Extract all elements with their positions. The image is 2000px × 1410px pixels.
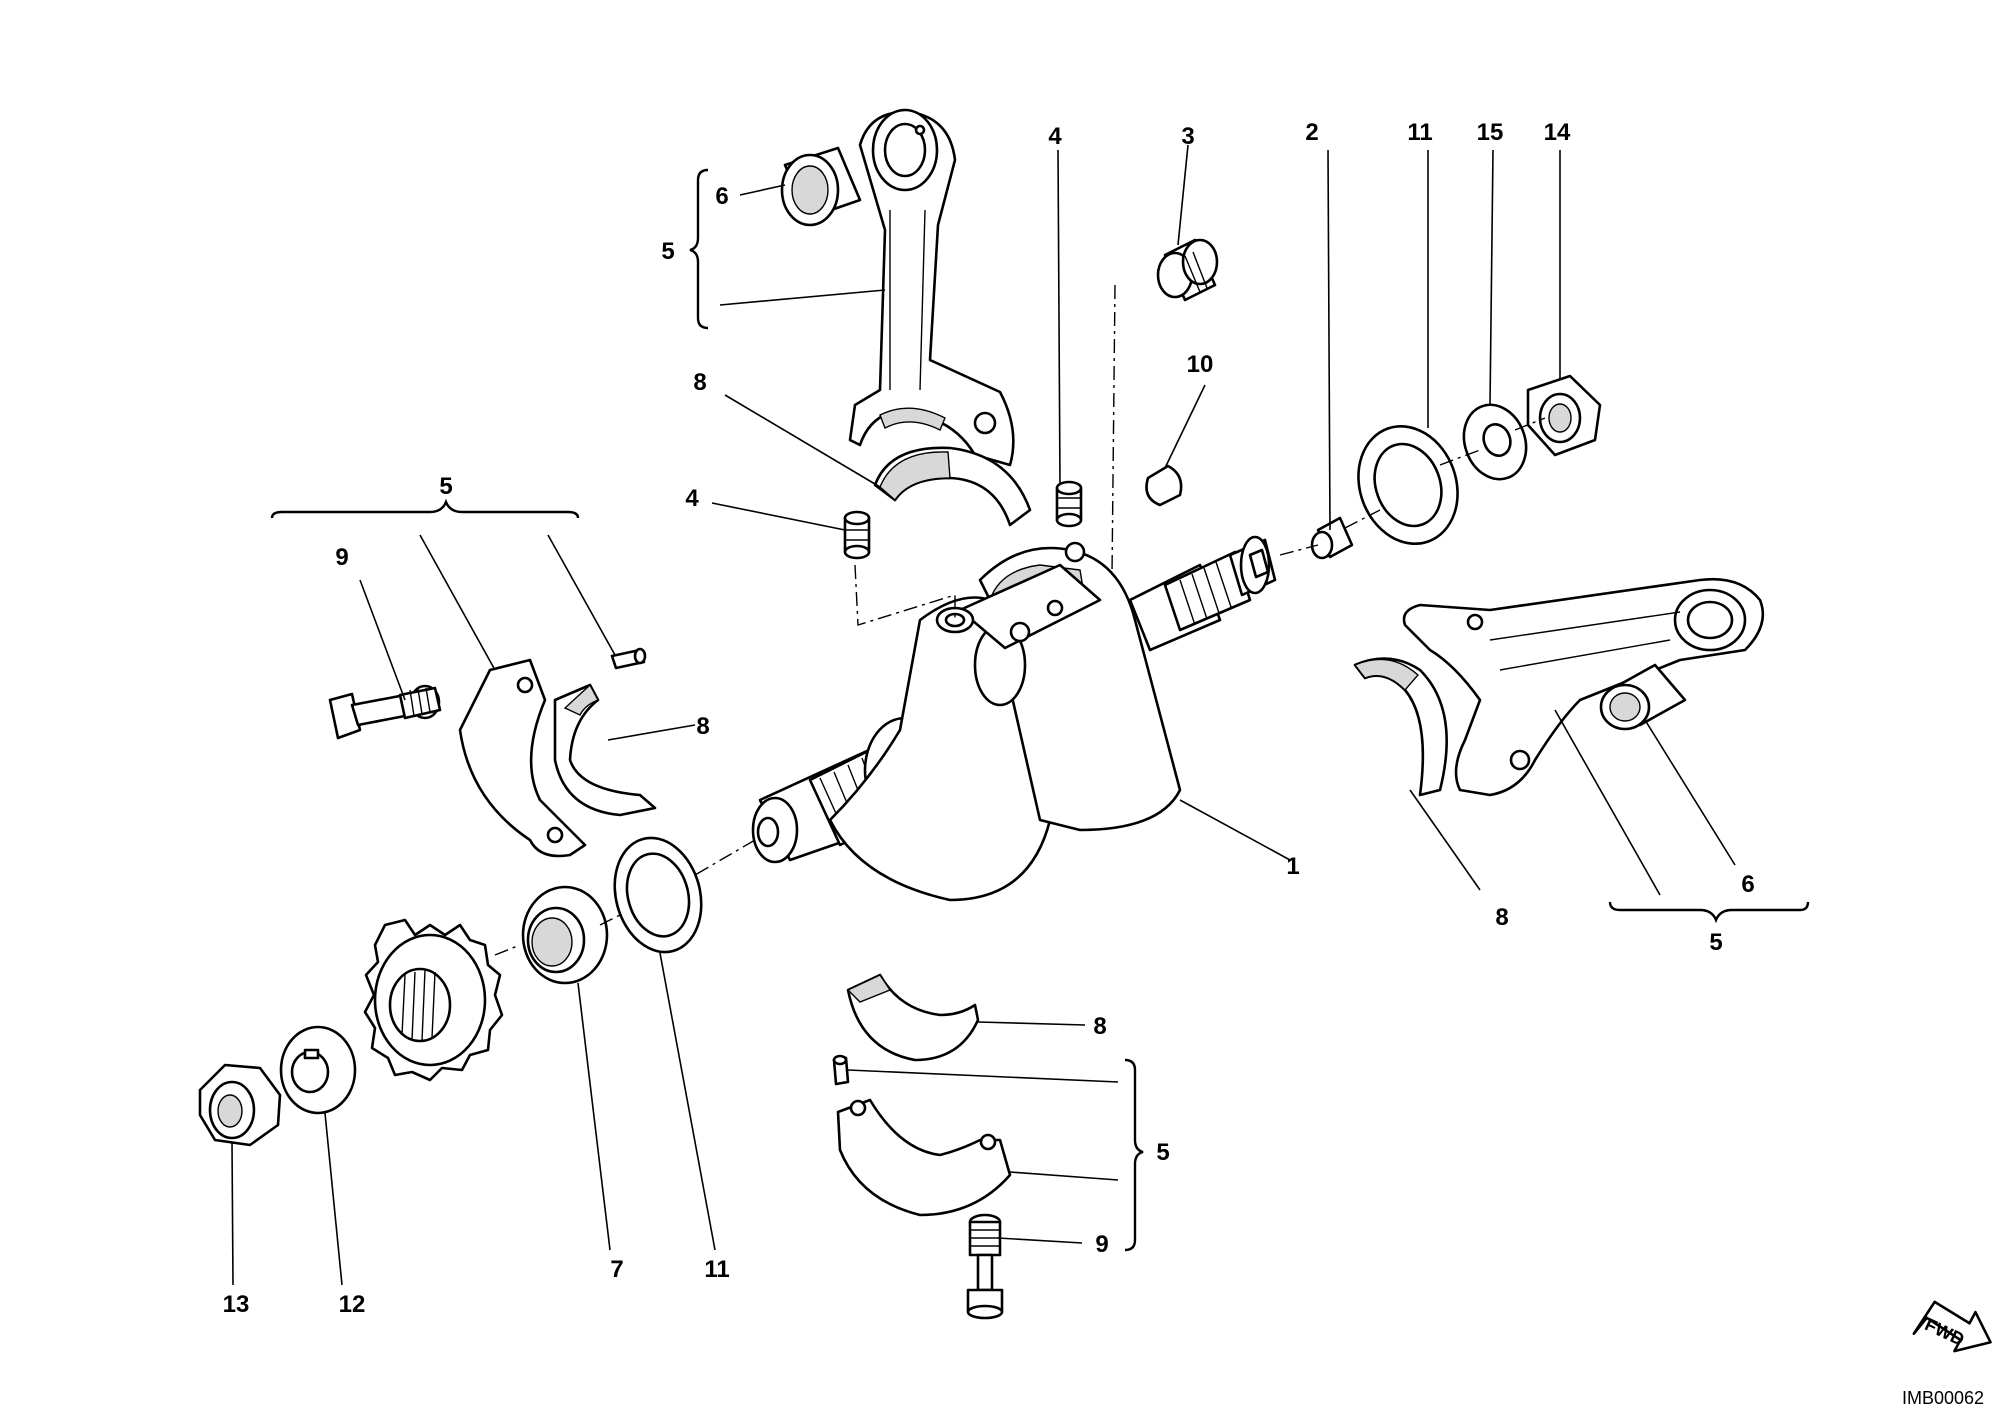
callout-6-top: 6 <box>715 183 728 210</box>
callout-14: 14 <box>1544 119 1571 146</box>
callout-2: 2 <box>1305 119 1318 146</box>
callout-12: 12 <box>339 1291 366 1318</box>
callout-3: 3 <box>1181 123 1194 150</box>
crankshaft <box>751 535 1277 902</box>
dowel-pin-left <box>610 647 647 670</box>
cap-bolt-left <box>328 684 442 740</box>
braces <box>270 168 1810 1252</box>
callout-11-front: 11 <box>704 1256 729 1283</box>
bearing-shell-left <box>553 683 657 817</box>
assembly-axes <box>494 284 1546 956</box>
callout-4-top: 4 <box>1048 123 1062 150</box>
callout-5-right: 5 <box>1709 929 1722 956</box>
callout-10: 10 <box>1187 351 1214 378</box>
plug-4-top <box>1055 480 1083 528</box>
callout-4-left: 4 <box>685 485 699 512</box>
callout-8-left: 8 <box>696 713 709 740</box>
plug-3 <box>1156 238 1219 302</box>
small-end-bush-right <box>1599 663 1687 731</box>
dowel-pin-bottom <box>832 1054 850 1086</box>
callout-15: 15 <box>1477 119 1504 146</box>
nut-13 <box>198 1063 282 1147</box>
leader-lines <box>231 144 1736 1286</box>
spacer-7 <box>521 885 609 985</box>
fwd-arrow-icon: FWD <box>1912 1300 1992 1353</box>
callout-9-left: 9 <box>335 544 348 571</box>
shim-11-front <box>613 836 703 954</box>
gear <box>363 918 504 1082</box>
callout-6-right: 6 <box>1741 871 1754 898</box>
connecting-rod-cap-left <box>458 658 587 858</box>
connecting-rod-cap-bottom <box>836 1098 1012 1217</box>
callout-5-top: 5 <box>661 238 674 265</box>
bearing-shell-top <box>873 446 1032 527</box>
bearing-shell-right <box>1353 657 1448 797</box>
callout-1: 1 <box>1286 853 1299 880</box>
small-end-bush-top <box>780 146 862 227</box>
connecting-rod-top <box>848 108 1015 467</box>
callout-5-left: 5 <box>439 473 452 500</box>
washer-15 <box>1462 403 1528 481</box>
cap-bolt-bottom <box>966 1213 1004 1320</box>
callout-13: 13 <box>223 1291 250 1318</box>
plug-4-left <box>843 510 871 560</box>
callout-9-bottom: 9 <box>1095 1231 1108 1258</box>
callout-8-bottom: 8 <box>1093 1013 1106 1040</box>
callouts: 1 2 3 4 4 5 5 5 5 6 6 7 8 8 8 8 9 9 10 1… <box>223 119 1755 1318</box>
connecting-rod-right <box>1402 577 1765 797</box>
image-code: IMB00062 <box>1902 1388 1984 1408</box>
bearing-shell-bottom <box>846 973 980 1062</box>
shim-11-rear <box>1357 424 1459 546</box>
callout-8-top: 8 <box>693 369 706 396</box>
lock-washer-12 <box>279 1025 357 1115</box>
callout-8-right: 8 <box>1495 904 1508 931</box>
nut-14 <box>1526 374 1602 457</box>
key-10 <box>1145 464 1183 507</box>
callout-5-bottom: 5 <box>1156 1139 1169 1166</box>
plug-2 <box>1310 516 1354 560</box>
callout-11-rear: 11 <box>1407 119 1432 146</box>
callout-7: 7 <box>610 1256 623 1283</box>
